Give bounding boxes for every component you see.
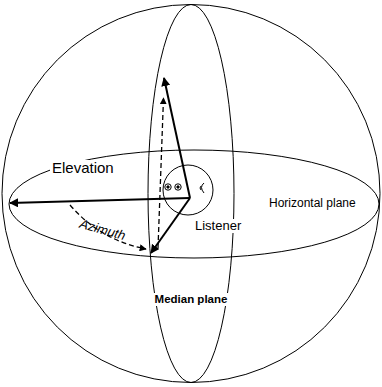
plane-label: Median plane bbox=[153, 293, 230, 306]
median-vector bbox=[151, 198, 190, 253]
elevated-vector bbox=[164, 78, 190, 198]
elevation-label: Elevation bbox=[50, 160, 116, 177]
sphere-outline bbox=[2, 5, 380, 383]
head-face bbox=[165, 183, 204, 193]
elevation-guide bbox=[158, 98, 164, 248]
horizontal-plane bbox=[9, 150, 379, 258]
source-vector bbox=[10, 198, 190, 203]
azimuth-label: Azimuth bbox=[76, 216, 129, 244]
plane-label: Horizontal plane bbox=[267, 197, 358, 210]
listener-label: Listener bbox=[193, 219, 243, 233]
azimuth-arc bbox=[70, 205, 146, 249]
median-plane bbox=[148, 5, 234, 383]
